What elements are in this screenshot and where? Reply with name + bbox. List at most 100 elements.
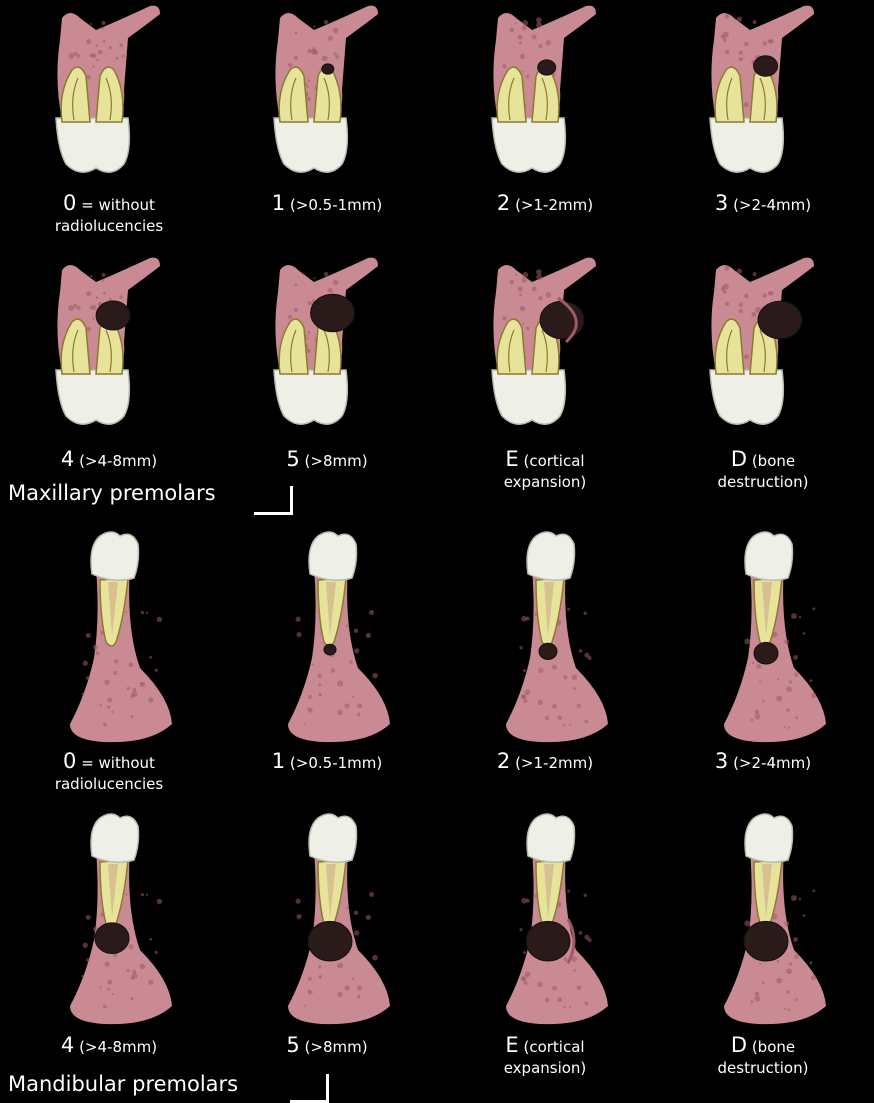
bone-speckle xyxy=(102,27,105,30)
bone-speckle xyxy=(723,38,727,42)
score-label: 2 xyxy=(497,749,510,773)
bone-speckle xyxy=(725,302,729,306)
bone-speckle xyxy=(744,294,749,299)
bone-speckle xyxy=(141,893,144,896)
score-description: (bone xyxy=(752,1038,795,1056)
tooth-crown xyxy=(710,118,783,172)
bone-speckle xyxy=(119,295,123,299)
bone-speckle xyxy=(521,898,527,904)
bone-speckle xyxy=(354,648,359,653)
bone-speckle xyxy=(739,309,743,313)
score-caption: 3 (>2-4mm) xyxy=(654,750,872,774)
bone-speckle xyxy=(791,613,797,619)
score-caption: E (cortical expansion) xyxy=(436,448,654,492)
bone-speckle xyxy=(86,39,91,44)
bone-speckle xyxy=(328,288,333,293)
bone-speckle xyxy=(744,920,750,926)
bone-speckle xyxy=(750,718,753,721)
bone-speckle xyxy=(111,993,113,995)
bone-speckle xyxy=(809,961,812,964)
bone-speckle xyxy=(588,656,592,660)
bone-speckle xyxy=(552,704,557,709)
bone-speckle xyxy=(294,283,297,286)
periapical-lesion xyxy=(526,921,570,961)
score-label: 5 xyxy=(286,447,299,471)
bone-speckle xyxy=(777,960,779,962)
bone-speckle xyxy=(526,975,528,977)
periapical-lesion xyxy=(758,301,802,338)
bone-speckle xyxy=(739,51,743,55)
tooth-crown xyxy=(274,118,347,172)
bone-speckle xyxy=(319,975,322,978)
bone-speckle xyxy=(552,665,557,670)
bone-speckle xyxy=(313,50,318,55)
bone-speckle xyxy=(744,102,749,107)
bone-speckle xyxy=(753,20,757,24)
bone-speckle xyxy=(751,312,756,317)
periapical-lesion xyxy=(324,644,336,655)
score-label: 0 xyxy=(63,191,76,215)
tooth-crown xyxy=(492,118,565,172)
bone-speckle xyxy=(577,985,582,990)
bone-speckle xyxy=(799,898,801,900)
bone-speckle xyxy=(502,316,506,320)
bone-speckle xyxy=(81,975,84,978)
score-label: E xyxy=(505,1033,518,1057)
bone-speckle xyxy=(73,52,77,56)
bone-speckle xyxy=(537,982,542,987)
bone-speckle xyxy=(522,71,524,73)
bone-speckle xyxy=(319,693,322,696)
bone-speckle xyxy=(96,296,99,299)
score-label: 1 xyxy=(272,191,285,215)
bone-speckle xyxy=(369,610,374,615)
score-description-line2: destruction) xyxy=(654,1058,872,1078)
periapical-lesion xyxy=(539,643,557,659)
bone-speckle xyxy=(155,951,158,954)
periapical-lesion xyxy=(754,56,778,76)
bone-speckle xyxy=(794,955,798,959)
bone-speckle xyxy=(523,951,526,954)
score-caption: 4 (>4-8mm) xyxy=(0,448,218,472)
tooth-crown xyxy=(527,532,575,580)
bone-speckle xyxy=(331,668,336,673)
score-caption: 0 = without radiolucencies xyxy=(0,192,218,236)
bone-speckle xyxy=(573,969,576,972)
bone-speckle xyxy=(345,985,350,990)
bone-speckle xyxy=(502,64,506,68)
bone-speckle xyxy=(90,54,93,57)
score-caption: 5 (>8mm) xyxy=(218,1034,436,1058)
bone-speckle xyxy=(125,893,127,895)
score-caption: D (bone destruction) xyxy=(654,448,872,492)
bone-speckle xyxy=(294,56,298,60)
bone-speckle xyxy=(337,710,343,716)
score-description: (>1-2mm) xyxy=(515,196,593,214)
bone-speckle xyxy=(354,930,359,935)
bone-speckle xyxy=(536,17,542,23)
mandibular-cell: 4 (>4-8mm) xyxy=(0,800,218,1100)
score-description: (>8mm) xyxy=(305,1038,368,1056)
bone-speckle xyxy=(532,35,537,40)
bone-speckle xyxy=(333,280,339,286)
bone-speckle xyxy=(545,716,549,720)
bone-speckle xyxy=(811,693,816,698)
bone-speckle xyxy=(579,649,582,652)
bone-speckle xyxy=(96,651,100,655)
bone-speckle xyxy=(739,303,743,307)
score-caption: 2 (>1-2mm) xyxy=(436,750,654,774)
score-description: (>4-8mm) xyxy=(79,1038,157,1056)
bone-speckle xyxy=(308,695,312,699)
bone-speckle xyxy=(86,75,91,80)
bone-speckle xyxy=(784,921,789,926)
mandibular-tooth-figure xyxy=(654,800,872,1030)
maxillary-cell: 4 (>4-8mm) xyxy=(0,252,218,502)
maxillary-tooth-figure xyxy=(436,252,654,442)
maxillary-section: 0 = without radiolucencies 1 (>0.5-1mm) … xyxy=(0,0,874,520)
bone-speckle xyxy=(552,986,557,991)
bone-speckle xyxy=(521,616,527,622)
periapical-lesion xyxy=(96,301,130,330)
mandibular-tooth-figure xyxy=(0,518,218,748)
maxillary-row-2: 4 (>4-8mm) 5 (>8mm) E (cortical expansio… xyxy=(0,252,874,502)
score-label: 3 xyxy=(715,191,728,215)
mandibular-row-2: 4 (>4-8mm) 5 (>8mm) E (cortical expansio… xyxy=(0,800,874,1100)
maxillary-tooth-figure xyxy=(0,0,218,190)
